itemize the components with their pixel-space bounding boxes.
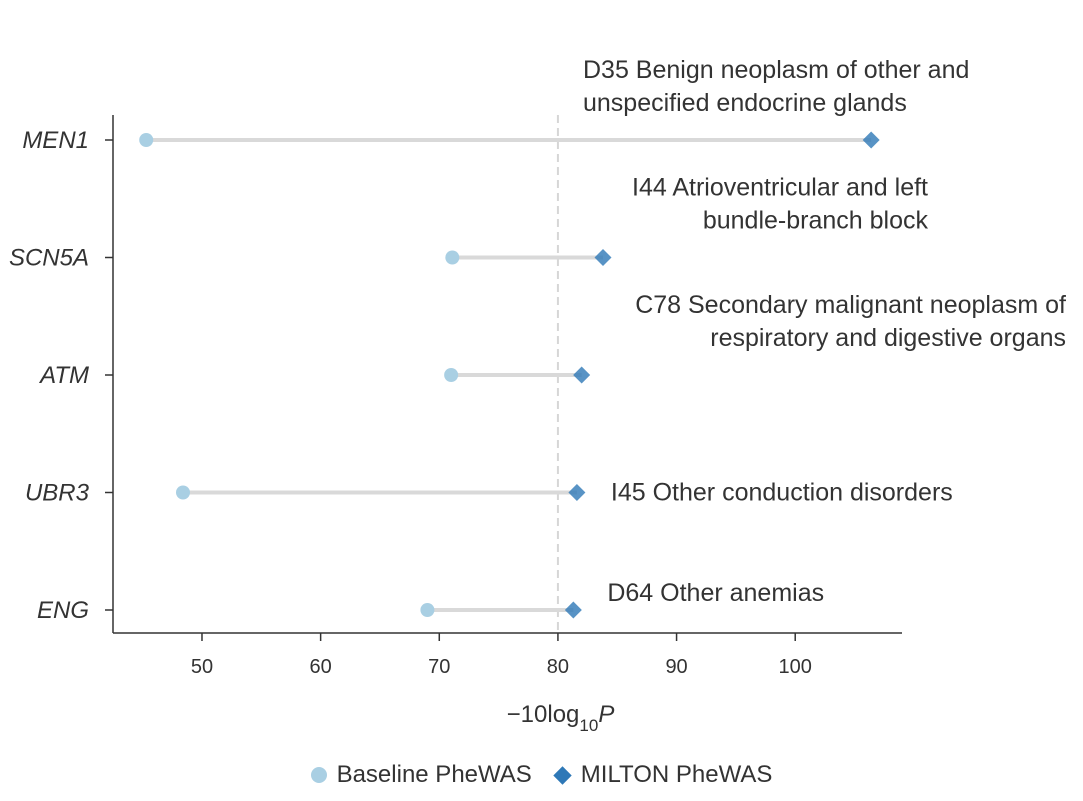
gene-label: ATM — [38, 362, 89, 389]
phenotype-annotation: bundle-branch block — [703, 207, 929, 235]
milton-point — [573, 366, 591, 384]
baseline-point — [445, 250, 460, 265]
phenotype-annotation: I45 Other conduction disorders — [611, 479, 953, 507]
baseline-point — [139, 133, 154, 147]
x-tick-label: 70 — [428, 656, 450, 678]
legend-circle-icon — [310, 767, 327, 783]
x-tick-label: 100 — [779, 656, 812, 678]
gene-label: MEN1 — [22, 127, 89, 154]
x-tick-label: 90 — [665, 656, 687, 678]
baseline-point — [420, 603, 435, 617]
phenotype-annotation: I44 Atrioventricular and left — [632, 174, 928, 202]
legend-diamond-icon — [553, 765, 572, 785]
phenotype-annotation: C78 Secondary malignant neoplasm of — [635, 291, 1066, 319]
phenotype-annotation: respiratory and digestive organs — [710, 324, 1066, 352]
legend-label-baseline: Baseline PheWAS — [336, 761, 532, 788]
x-tick-label: 60 — [310, 656, 332, 678]
phenotype-annotation: D35 Benign neoplasm of other and — [583, 56, 969, 84]
x-axis-title: −10log10P — [507, 701, 615, 735]
phenotype-annotation: D64 Other anemias — [607, 579, 824, 607]
baseline-point — [176, 485, 191, 500]
phenotype-annotation: unspecified endocrine glands — [583, 89, 907, 117]
legend-label-milton: MILTON PheWAS — [580, 761, 773, 788]
gene-label: ENG — [37, 597, 89, 624]
milton-point — [862, 131, 880, 149]
milton-point — [594, 249, 612, 266]
legend-item-baseline: Baseline PheWAS — [310, 761, 532, 789]
chart: 50 60 70 80 90 100 −10log10P MEN1 D35 Benign neo… — [9, 56, 1066, 735]
x-tick-label: 80 — [547, 656, 569, 678]
legend-item-milton: MILTON PheWAS — [553, 761, 773, 789]
baseline-point — [444, 368, 459, 382]
gene-label: UBR3 — [25, 480, 90, 507]
milton-point — [564, 601, 582, 619]
gene-label: SCN5A — [9, 245, 89, 272]
x-tick-label: 50 — [191, 656, 213, 678]
legend: Baseline PheWAS MILTON PheWAS — [0, 758, 1083, 792]
milton-point — [568, 484, 586, 501]
